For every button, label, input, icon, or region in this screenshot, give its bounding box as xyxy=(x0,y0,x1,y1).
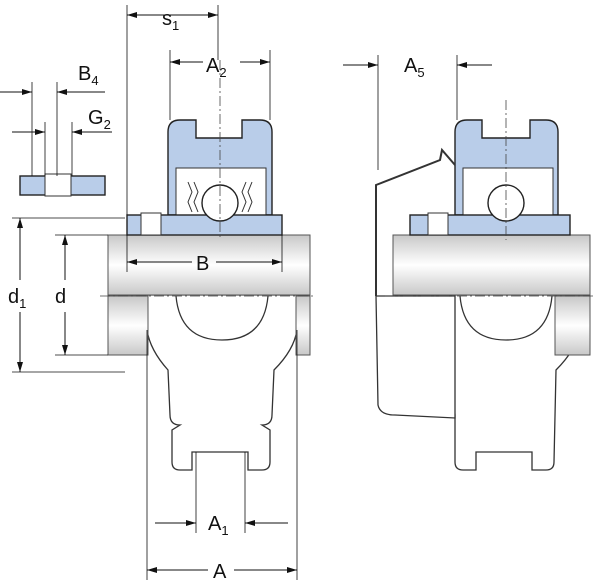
dim-s1-label: s1 xyxy=(162,8,179,33)
dim-A2-label: A2 xyxy=(206,55,227,80)
end-cover xyxy=(375,295,456,419)
set-screw-right xyxy=(427,212,449,236)
dim-G2-label: G2 xyxy=(88,107,111,132)
dimensions: s1 A2 A5 B4 G2 B d1 d xyxy=(0,5,492,583)
dim-d-label: d xyxy=(55,286,66,308)
left-view xyxy=(19,60,315,471)
cover-flange xyxy=(375,147,456,296)
dim-B-label: B xyxy=(196,253,209,275)
lower-housing-left xyxy=(146,294,298,471)
shaft-right xyxy=(392,234,591,296)
housing-bore-right xyxy=(459,295,553,341)
right-view xyxy=(375,100,595,471)
bearing-insert-right xyxy=(409,214,571,236)
bearing-insert-left xyxy=(126,214,283,236)
housing-bore-left xyxy=(175,295,269,341)
shaft-left xyxy=(107,234,311,296)
dim-A1-label: A1 xyxy=(208,513,229,538)
dim-A5-label: A5 xyxy=(404,55,425,80)
dim-d1-label: d1 xyxy=(8,286,26,311)
dim-A-label: A xyxy=(213,561,227,583)
set-screw-left xyxy=(140,212,162,236)
ball xyxy=(201,184,239,222)
dim-B4-label: B4 xyxy=(78,63,99,88)
seal-left xyxy=(187,181,253,213)
